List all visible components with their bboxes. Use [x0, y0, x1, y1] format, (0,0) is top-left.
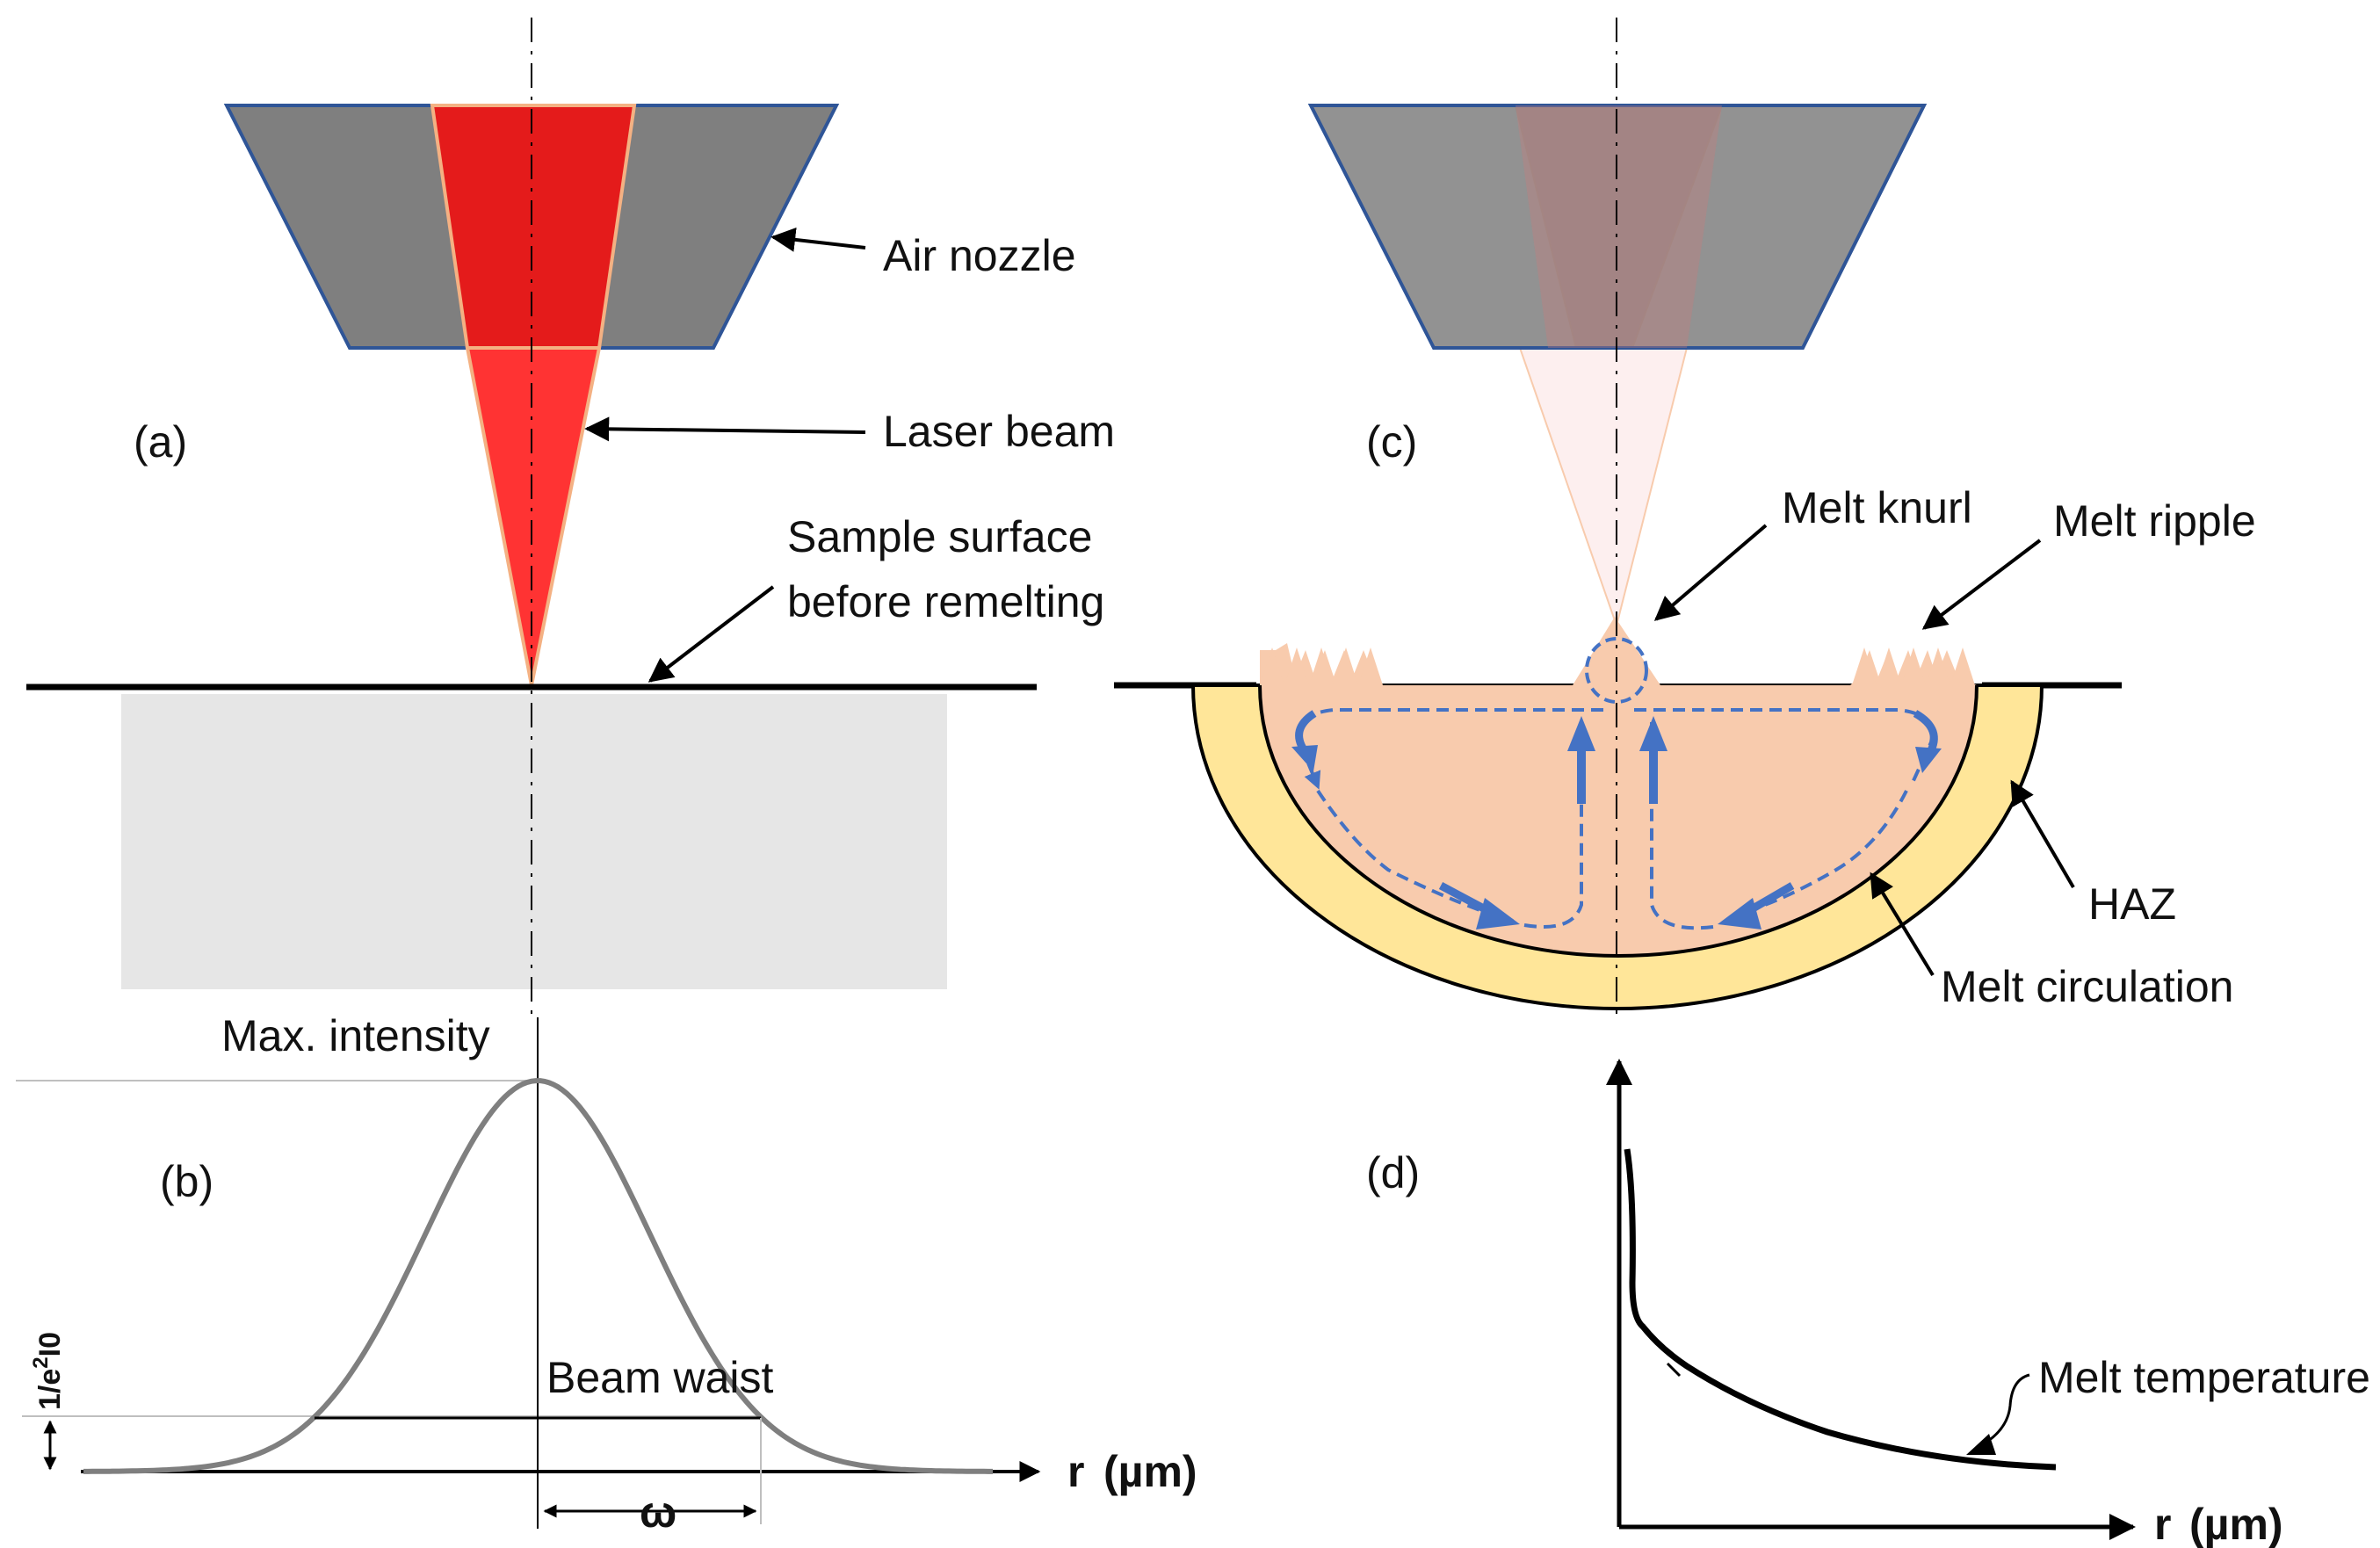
panel-d: Melt temperature (d) r (µm)	[1366, 1059, 2370, 1548]
omega-label: ω	[640, 1487, 676, 1537]
melt-knurl-label: Melt knurl	[1782, 483, 1972, 532]
melt-knurl-arrow	[1653, 524, 1768, 621]
laser-inside-nozzle-c	[1516, 105, 1722, 348]
substrate-block	[121, 694, 947, 989]
melt-temperature-arrow	[1976, 1373, 2030, 1450]
melt-ripple-label: Melt ripple	[2053, 496, 2256, 546]
laser-beam-faint-lower	[1518, 347, 1689, 629]
laser-beam-label: Laser beam	[883, 407, 1115, 456]
knurl-circulation	[1585, 637, 1648, 704]
flow-arrow-up-right-head	[1639, 716, 1667, 751]
beam-waist-label: Beam waist	[546, 1353, 774, 1402]
air-nozzle-arrow	[770, 227, 866, 252]
melt-pool	[1260, 617, 1977, 956]
panel-d-label: (d)	[1366, 1148, 1420, 1197]
laser-beam-lower	[465, 346, 602, 686]
x-axis-d-label-unit: (µm)	[2189, 1500, 2283, 1548]
panel-a: Air nozzle Laser beam Sample surface bef…	[26, 18, 1115, 1019]
haz-label: HAZ	[2088, 879, 2176, 929]
sample-surface-label-line1: Sample surface	[787, 512, 1092, 561]
sample-surface-label-line2: before remelting	[787, 577, 1104, 626]
flow-arrow-up-left-head	[1567, 716, 1595, 751]
sample-surface-arrow	[647, 585, 775, 683]
x-axis-b-label-r: r	[1067, 1447, 1084, 1496]
flow-arrow-right-bottom-head	[1718, 898, 1761, 930]
melt-circulation-arrow	[1870, 872, 1935, 977]
x-axis-b-label-unit: (µm)	[1103, 1447, 1197, 1496]
y-axis-b-label: 1/e2I0	[29, 1332, 67, 1410]
ripple-right	[1852, 647, 1975, 685]
laser-beam-upper	[430, 104, 637, 350]
max-intensity-label: Max. intensity	[221, 1011, 490, 1060]
melt-temperature-curve	[1624, 1148, 2057, 1471]
panel-c-label: (c)	[1366, 417, 1417, 467]
haz-arrow	[2010, 779, 2075, 889]
panel-a-label: (a)	[134, 417, 187, 467]
panel-b-label: (b)	[160, 1157, 213, 1206]
melt-circulation-label: Melt circulation	[1941, 962, 2233, 1011]
laser-beam-arrow	[584, 416, 866, 442]
melt-ripple-arrow	[1921, 539, 2042, 630]
air-nozzle-shape-c	[1307, 104, 1928, 350]
x-axis-d-label-r: r	[2154, 1500, 2171, 1548]
ripple-left	[1260, 647, 1383, 685]
flow-loop-left-lower	[1316, 789, 1514, 922]
flow-arrow-right-top-head	[1915, 747, 1942, 773]
flow-arrow-left-bottom-head	[1476, 898, 1520, 930]
air-nozzle-label: Air nozzle	[883, 231, 1076, 280]
flow-loop-left-return	[1523, 722, 1583, 929]
curve-tick-mark	[1666, 1362, 1682, 1378]
panel-b: Max. intensity Beam waist (b) ω r (µm) 1…	[16, 1011, 1197, 1537]
melt-temperature-arrow-head	[1966, 1434, 1996, 1455]
flow-loop-right-return	[1650, 722, 1714, 930]
panel-c: Melt knurl Melt ripple HAZ Melt circulat…	[1114, 18, 2256, 1019]
gaussian-intensity-curve	[83, 1078, 993, 1474]
flow-arrow-left-top-head	[1291, 745, 1318, 771]
melt-pool-boundary	[1258, 684, 1979, 958]
melt-temperature-label: Melt temperature	[2038, 1353, 2370, 1402]
